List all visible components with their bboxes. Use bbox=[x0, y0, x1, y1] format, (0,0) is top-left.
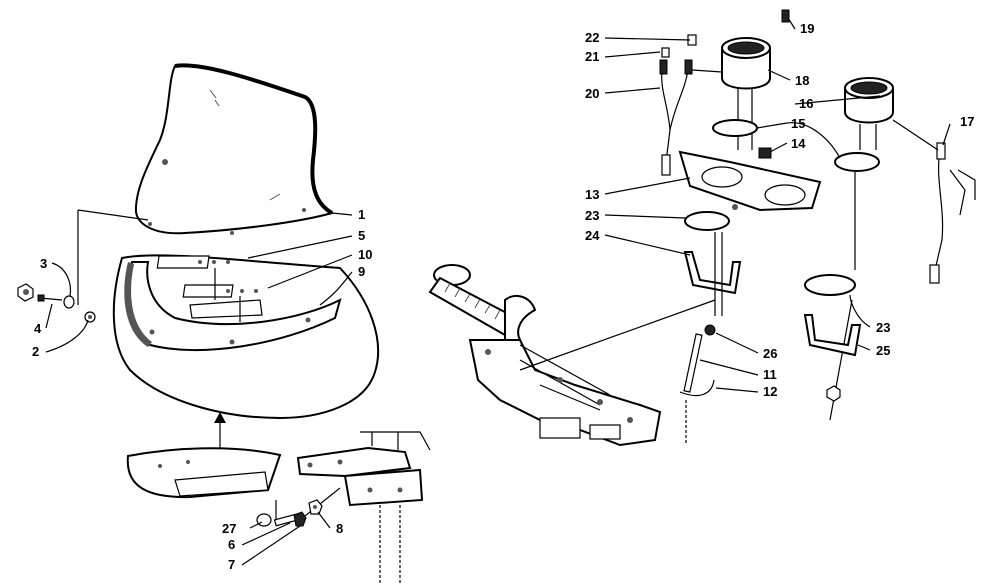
callout-25: 25 bbox=[876, 343, 890, 358]
callout-19: 19 bbox=[800, 21, 814, 36]
wire-harness-20 bbox=[659, 59, 723, 176]
wire-harness-17 bbox=[892, 119, 976, 284]
callout-15: 15 bbox=[791, 116, 805, 131]
callout-8: 8 bbox=[336, 521, 343, 536]
callout-3: 3 bbox=[40, 256, 47, 271]
callout-4: 4 bbox=[34, 321, 42, 336]
cowl bbox=[112, 254, 380, 420]
callout-11: 11 bbox=[763, 367, 777, 382]
callout-13: 13 bbox=[585, 187, 599, 202]
callout-5: 5 bbox=[358, 228, 365, 243]
gauge-mounting-panel bbox=[678, 150, 822, 212]
callout-22: 22 bbox=[585, 30, 599, 45]
callout-labels: 1 2 3 4 5 6 7 8 9 10 11 12 13 14 15 16 1… bbox=[32, 21, 974, 572]
callout-1: 1 bbox=[358, 207, 365, 222]
mounting-plate bbox=[126, 447, 282, 499]
gauge-left bbox=[712, 37, 771, 150]
callout-27: 27 bbox=[222, 521, 236, 536]
callout-23b: 23 bbox=[876, 320, 890, 335]
callout-6: 6 bbox=[228, 537, 235, 552]
callout-24: 24 bbox=[585, 228, 600, 243]
decal-10 bbox=[182, 284, 258, 298]
callout-26: 26 bbox=[763, 346, 777, 361]
callout-20: 20 bbox=[585, 86, 599, 101]
callout-23a: 23 bbox=[585, 208, 599, 223]
rings-and-brackets bbox=[519, 211, 862, 371]
hardware-2-3-4 bbox=[17, 209, 149, 323]
callout-21: 21 bbox=[585, 49, 599, 64]
callout-7: 7 bbox=[228, 557, 235, 572]
callout-2: 2 bbox=[32, 344, 39, 359]
handlebar-assembly bbox=[428, 264, 662, 447]
callout-18: 18 bbox=[795, 73, 809, 88]
callout-17: 17 bbox=[960, 114, 974, 129]
decal-5 bbox=[156, 255, 230, 269]
gauge-right bbox=[829, 77, 894, 421]
leader-lines bbox=[45, 17, 951, 566]
windshield bbox=[134, 63, 335, 235]
callout-9: 9 bbox=[358, 264, 365, 279]
callout-12: 12 bbox=[763, 384, 777, 399]
hardware-6-7-8-27 bbox=[256, 487, 341, 527]
cable-and-nut bbox=[679, 324, 841, 445]
bracket bbox=[296, 431, 431, 583]
callout-16: 16 bbox=[799, 96, 813, 111]
callout-10: 10 bbox=[358, 247, 372, 262]
callout-14: 14 bbox=[791, 136, 806, 151]
